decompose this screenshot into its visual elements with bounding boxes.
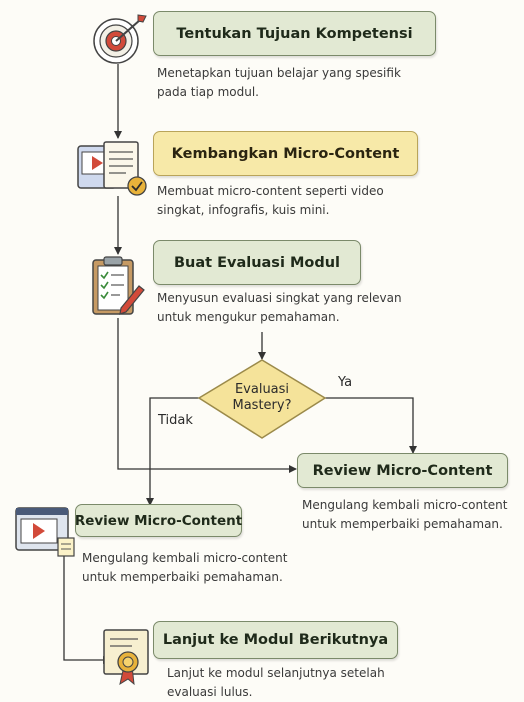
step-description: Mengulang kembali micro-content untuk me… [302,498,508,531]
step-title: Review Micro-Content [74,512,243,529]
decision-no-label: Tidak [158,413,193,428]
step-title: Kembangkan Micro-Content [171,145,400,162]
arrow-step3-to-review-right [117,318,297,473]
step-box-next-module: Lanjut ke Modul Berikutnya [153,621,398,659]
video-document-icon [77,141,147,196]
arrow-no-branch [146,397,200,506]
target-icon [93,14,147,64]
arrow-review-left-to-next [63,556,111,664]
step-description: Mengulang kembali micro-content untuk me… [82,551,288,584]
step-box-review-left: Review Micro-Content [75,504,242,537]
step-box-define-goals: Tentukan Tujuan Kompetensi [153,11,436,56]
step-title: Lanjut ke Modul Berikutnya [162,632,389,648]
step-description: Menyusun evaluasi singkat yang relevan u… [157,291,402,324]
step-box-develop-micro-content: Kembangkan Micro-Content [153,131,418,176]
step-description: Membuat micro-content seperti video sing… [157,184,384,217]
step-box-create-evaluation: Buat Evaluasi Modul [153,240,361,285]
step-description: Lanjut ke modul selanjutnya setelah eval… [167,666,385,699]
decision-diamond [197,359,327,439]
step-description: Menetapkan tujuan belajar yang spesifik … [157,66,401,99]
step-title: Buat Evaluasi Modul [173,254,341,271]
certificate-award-icon [103,629,149,686]
decision-yes-label: Ya [338,375,353,390]
step-title: Tentukan Tujuan Kompetensi [176,25,413,42]
step-title: Review Micro-Content [312,462,493,479]
clipboard-checklist-icon [92,256,145,315]
decision-label: Evaluasi Mastery? [232,382,292,413]
arrow-yes-branch [324,397,417,454]
video-window-icon [15,507,75,557]
step-box-review-right: Review Micro-Content [297,453,508,488]
